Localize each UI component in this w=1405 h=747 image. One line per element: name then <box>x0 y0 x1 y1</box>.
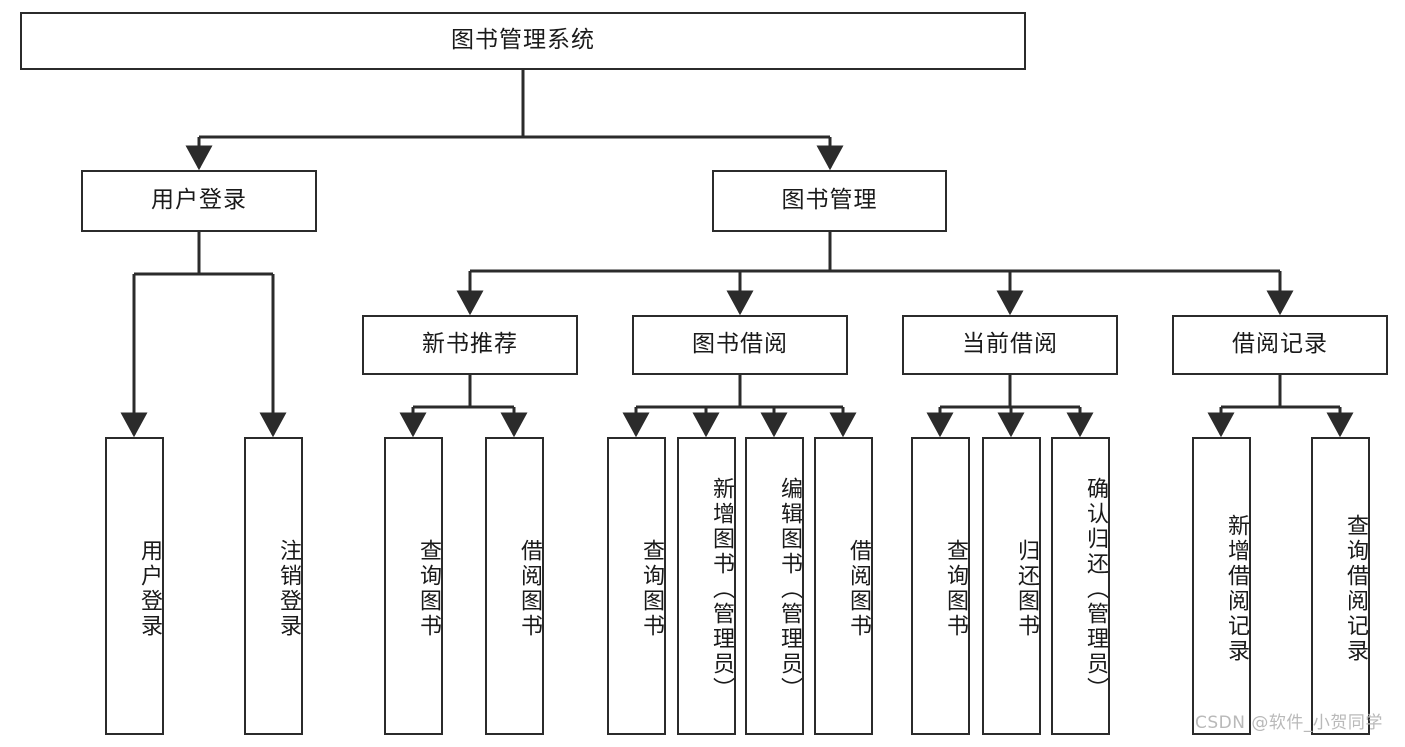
node-leaf-return-book[interactable]: 归还图书 <box>982 437 1041 735</box>
node-leaf-add-book[interactable]: 新增图书（管理员） <box>677 437 736 735</box>
node-leaf-user-login[interactable]: 用户登录 <box>105 437 164 735</box>
node-leaf-borrow-book-1[interactable]: 借阅图书 <box>485 437 544 735</box>
node-leaf-query-record[interactable]: 查询借阅记录 <box>1311 437 1370 735</box>
node-user-login-label: 用户登录 <box>151 187 247 214</box>
node-leaf-borrow-book-2-label: 借阅图书 <box>846 539 871 639</box>
node-leaf-query-book-1-label: 查询图书 <box>416 539 441 639</box>
node-borrow-record[interactable]: 借阅记录 <box>1172 315 1388 375</box>
node-leaf-borrow-book-2[interactable]: 借阅图书 <box>814 437 873 735</box>
node-leaf-query-book-1[interactable]: 查询图书 <box>384 437 443 735</box>
node-leaf-query-book-2[interactable]: 查询图书 <box>607 437 666 735</box>
node-book-manage[interactable]: 图书管理 <box>712 170 947 232</box>
node-current-borrow-label: 当前借阅 <box>962 331 1058 358</box>
node-user-login[interactable]: 用户登录 <box>81 170 317 232</box>
node-book-borrow-label: 图书借阅 <box>692 331 788 358</box>
csdn-watermark: CSDN @软件_小贺同学 <box>1195 713 1383 733</box>
node-root-label: 图书管理系统 <box>451 27 595 54</box>
node-leaf-query-book-2-label: 查询图书 <box>639 539 664 639</box>
node-leaf-add-record[interactable]: 新增借阅记录 <box>1192 437 1251 735</box>
node-leaf-add-record-label: 新增借阅记录 <box>1224 514 1249 664</box>
node-leaf-query-record-label: 查询借阅记录 <box>1343 514 1368 664</box>
node-leaf-user-login-label: 用户登录 <box>137 539 162 639</box>
node-current-borrow[interactable]: 当前借阅 <box>902 315 1118 375</box>
node-book-borrow[interactable]: 图书借阅 <box>632 315 848 375</box>
node-leaf-add-book-label: 新增图书（管理员） <box>709 476 734 702</box>
node-leaf-borrow-book-1-label: 借阅图书 <box>517 539 542 639</box>
node-leaf-edit-book-label: 编辑图书（管理员） <box>777 476 802 702</box>
node-leaf-return-book-label: 归还图书 <box>1014 539 1039 639</box>
node-root[interactable]: 图书管理系统 <box>20 12 1026 70</box>
node-leaf-logout[interactable]: 注销登录 <box>244 437 303 735</box>
node-leaf-edit-book[interactable]: 编辑图书（管理员） <box>745 437 804 735</box>
node-new-book-recommend[interactable]: 新书推荐 <box>362 315 578 375</box>
node-leaf-confirm-return-label: 确认归还（管理员） <box>1083 476 1108 702</box>
node-leaf-query-book-3[interactable]: 查询图书 <box>911 437 970 735</box>
node-leaf-query-book-3-label: 查询图书 <box>943 539 968 639</box>
node-leaf-logout-label: 注销登录 <box>276 539 301 639</box>
node-new-book-recommend-label: 新书推荐 <box>422 331 518 358</box>
node-borrow-record-label: 借阅记录 <box>1232 331 1328 358</box>
node-leaf-confirm-return[interactable]: 确认归还（管理员） <box>1051 437 1110 735</box>
node-book-manage-label: 图书管理 <box>781 187 878 214</box>
